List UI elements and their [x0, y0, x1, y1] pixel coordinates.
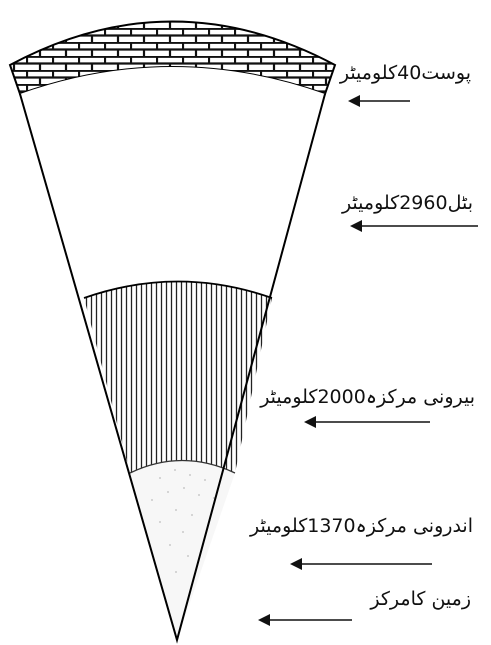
- mantle-outer-core-boundary: [83, 280, 273, 299]
- earth-center-arrow: [258, 614, 352, 626]
- wedge-outline: [19, 93, 326, 644]
- crust-arrow: [348, 95, 410, 107]
- outer-core-label: بیرونی مرکزہ2000کلومیٹر: [260, 386, 475, 408]
- inner-core-arrow: [290, 558, 432, 570]
- crust-label: پوست40کلومیٹر: [339, 62, 471, 84]
- inner-core-label: اندرونی مرکزہ1370کلومیٹر: [249, 515, 473, 537]
- outer-core-layer: [84, 281, 272, 473]
- mantle-layer: [20, 67, 325, 298]
- inner-core-layer: [130, 460, 235, 640]
- inner-core-stipple: [151, 469, 215, 573]
- mantle-arrow: [350, 220, 478, 232]
- mantle-label: بٹل2960کلومیٹر: [341, 192, 473, 214]
- pointer-arrows: [258, 95, 478, 626]
- earth-center-label: زمین کامرکز: [370, 588, 471, 610]
- outer-core-arrow: [304, 416, 430, 428]
